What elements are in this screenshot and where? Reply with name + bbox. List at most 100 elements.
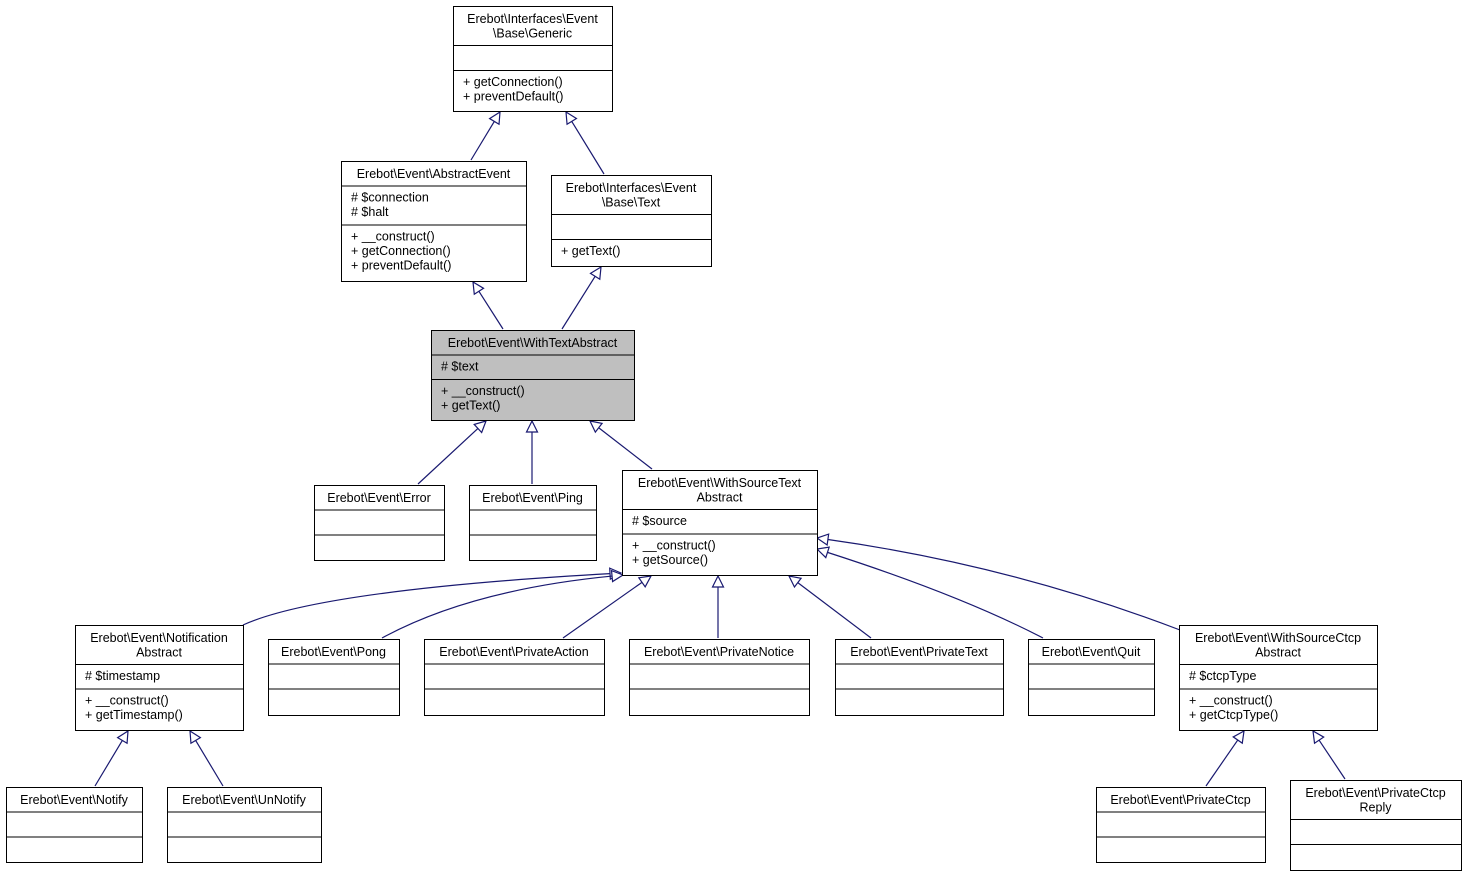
inheritance-edge-withtextabstract-to-text	[561, 265, 602, 330]
inheritance-arrow-icon	[525, 419, 539, 433]
class-attribute: # $ctcpType	[1189, 669, 1256, 683]
class-box	[1290, 780, 1462, 871]
class-method: + preventDefault()	[351, 259, 451, 273]
edge-line	[571, 121, 605, 175]
class-box	[835, 639, 1004, 716]
edge-line	[797, 582, 872, 639]
class-node-privatectcp[interactable]: Erebot\Event\PrivateCtcp	[1096, 787, 1266, 863]
class-method: + __construct()	[351, 230, 435, 244]
inheritance-arrow-icon	[787, 575, 803, 589]
class-node-privatetext[interactable]: Erebot\Event\PrivateText	[835, 639, 1004, 716]
edge-line	[470, 121, 495, 161]
class-method: + getText()	[441, 399, 500, 413]
class-name: Erebot\Event\Ping	[482, 491, 583, 505]
class-method: + getText()	[561, 244, 620, 258]
inheritance-arrow-icon	[589, 265, 602, 281]
inheritance-arrow-icon	[1312, 729, 1325, 745]
class-nodes: Erebot\Interfaces\Event \Base\Generic + ge…	[6, 6, 1462, 871]
class-name: Erebot\Event\WithTextAbstract	[448, 336, 618, 350]
class-method: + preventDefault()	[463, 90, 563, 104]
class-node-withtextabstract[interactable]: Erebot\Event\WithTextAbstract# $text+ __…	[431, 330, 635, 421]
class-node-generic[interactable]: Erebot\Interfaces\Event\Base\Generic+ ge…	[453, 6, 613, 112]
inheritance-arrow-icon	[711, 574, 725, 588]
class-name: Erebot\Event\AbstractEvent	[357, 167, 511, 181]
edge-line	[1318, 739, 1346, 780]
class-box	[453, 6, 613, 112]
class-attribute: # $timestamp	[85, 669, 160, 683]
inheritance-arrow-icon	[488, 110, 501, 126]
edge-line	[195, 740, 224, 787]
inheritance-arrow-icon	[116, 729, 129, 745]
class-node-notify[interactable]: Erebot\Event\Notify	[6, 787, 143, 863]
class-name: Abstract	[1255, 646, 1301, 660]
class-node-text[interactable]: Erebot\Interfaces\Event\Base\Text+ getTe…	[551, 175, 712, 267]
class-node-abstractevent[interactable]: Erebot\Event\AbstractEvent # $connection#…	[341, 161, 527, 282]
class-node-unnotify[interactable]: Erebot\Event\UnNotify	[167, 787, 322, 863]
edge-line	[561, 275, 596, 330]
class-name: Erebot\Event\Notify	[20, 793, 128, 807]
class-attribute: # $halt	[351, 205, 389, 219]
class-name: Abstract	[136, 646, 182, 660]
inheritance-arrow-icon	[815, 546, 831, 559]
class-name: Erebot\Event\PrivateCtcp	[1110, 793, 1250, 807]
class-name: Erebot\Event\Pong	[281, 645, 386, 659]
class-method: + getConnection()	[463, 75, 563, 89]
class-name: Erebot\Event\PrivateCtcp	[1305, 786, 1445, 800]
inheritance-edge-pong-to-withsourcetextabstract	[381, 569, 625, 639]
inheritance-edge-privatectcp-to-withsourcectcpabstract	[1205, 729, 1245, 787]
class-name: Erebot\Event\Error	[327, 491, 431, 505]
class-box	[1028, 639, 1155, 716]
inheritance-edge-quit-to-withsourcetextabstract	[815, 546, 1044, 639]
inheritance-edge-privateaction-to-withsourcetextabstract	[562, 575, 653, 639]
edge-line	[478, 290, 504, 330]
inheritance-edge-privatenotice-to-withsourcetextabstract	[711, 574, 725, 638]
class-method: + __construct()	[632, 539, 716, 553]
edge-line	[827, 551, 1044, 639]
inheritance-arrow-icon	[473, 420, 487, 434]
class-name: Reply	[1360, 801, 1393, 815]
edge-line	[417, 428, 479, 485]
class-method: + getSource()	[632, 553, 708, 567]
edge-line	[94, 740, 123, 787]
class-method: + getTimestamp()	[85, 708, 183, 722]
class-attribute: # $text	[441, 360, 479, 374]
class-node-privateaction[interactable]: Erebot\Event\PrivateAction	[424, 639, 605, 716]
class-name: Erebot\Event\UnNotify	[182, 793, 306, 807]
inheritance-edge-privatectcpreply-to-withsourcectcpabstract	[1312, 729, 1346, 780]
class-node-privatenotice[interactable]: Erebot\Event\PrivateNotice	[629, 639, 810, 716]
class-box	[167, 787, 322, 863]
class-name: Erebot\Event\PrivateText	[850, 645, 988, 659]
class-node-pong[interactable]: Erebot\Event\Pong	[268, 639, 400, 716]
class-name: Abstract	[697, 491, 743, 505]
class-name: Erebot\Event\PrivateAction	[439, 645, 588, 659]
inheritance-arrow-icon	[588, 420, 604, 434]
edge-line	[242, 573, 611, 626]
inheritance-edge-error-to-withtextabstract	[417, 420, 487, 485]
inheritance-edge-withsourcectcpabstract-to-withsourcetextabstract	[815, 533, 1181, 631]
inheritance-edge-privatetext-to-withsourcetextabstract	[787, 575, 872, 639]
edge-line	[381, 575, 613, 639]
class-node-ping[interactable]: Erebot\Event\Ping	[469, 485, 597, 561]
class-box	[1179, 625, 1378, 731]
class-box	[6, 787, 143, 863]
class-box	[431, 330, 635, 421]
class-node-quit[interactable]: Erebot\Event\Quit	[1028, 639, 1155, 716]
class-box	[268, 639, 400, 716]
class-name: \Base\Generic	[493, 27, 572, 41]
class-box	[424, 639, 605, 716]
class-name: Erebot\Event\PrivateNotice	[644, 645, 794, 659]
inheritance-arrow-icon	[815, 533, 830, 547]
class-name: Erebot\Interfaces\Event	[566, 181, 697, 195]
class-attribute: # $connection	[351, 191, 429, 205]
inheritance-arrow-icon	[1232, 729, 1245, 745]
class-box	[622, 470, 818, 576]
inheritance-edges	[94, 110, 1346, 787]
class-node-error[interactable]: Erebot\Event\Error	[314, 485, 445, 561]
inheritance-edge-withsourcetextabstract-to-withtextabstract	[588, 420, 653, 470]
edge-line	[598, 427, 653, 470]
